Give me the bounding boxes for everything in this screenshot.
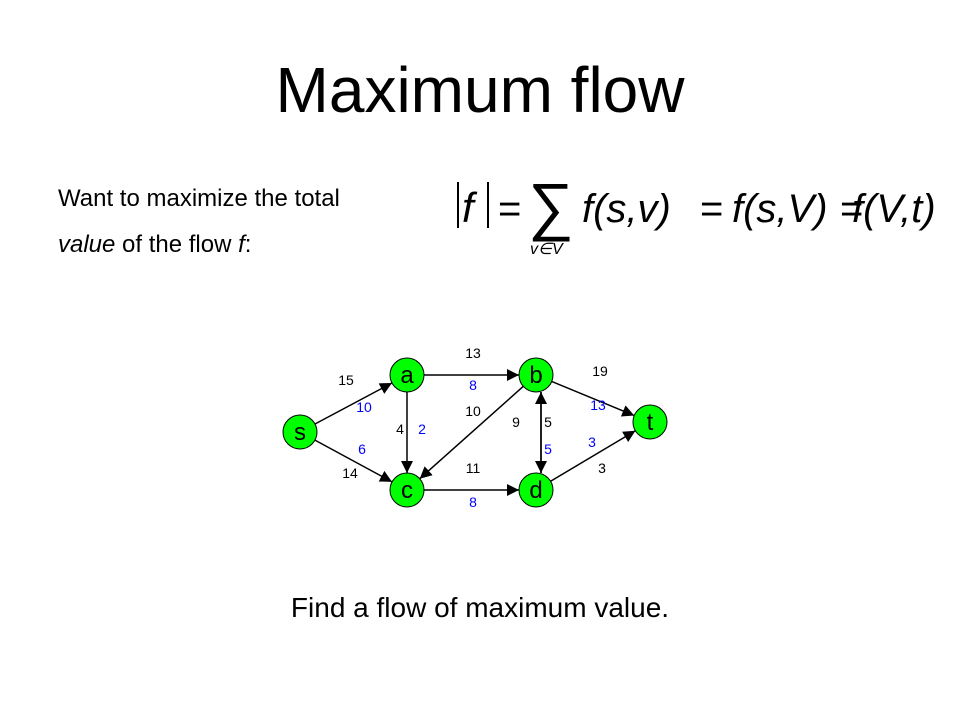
edge-b-t [551,380,635,417]
edge-layer [314,369,636,496]
node-s-circle [282,414,318,450]
intro-colon: : [244,231,252,258]
node-t-circle [632,404,668,440]
capacity-label-c-d: 11 [466,460,481,476]
node-d-circle [518,472,554,508]
intro-value-word: value [58,231,116,258]
formula-term-3: f(V,t) [852,187,936,231]
node-b: b [518,357,554,393]
capacity-label-b-d: 9 [512,414,520,430]
capacity-label-b-c: 10 [465,403,481,419]
flow-label-a-b: 8 [469,377,477,393]
node-a-circle [389,357,425,393]
node-c-label: c [401,477,413,504]
node-a-label: a [400,362,414,389]
intro-line-2: value of the flow f: [58,222,340,268]
edge-b-c [419,385,524,480]
flow-label-d-b: 5 [544,441,552,457]
node-c-circle [389,472,425,508]
formula-equals-3: = [840,187,863,231]
flow-label-a-c: 2 [418,421,426,437]
node-t-label: t [647,409,654,436]
capacity-label-s-c: 14 [342,465,358,481]
node-s-label: s [294,419,306,446]
node-d: d [518,472,554,508]
intro-text: Want to maximize the total value of the … [58,176,340,268]
node-d-label: d [529,477,542,504]
capacity-label-a-b: 13 [465,345,481,361]
intro-of-the-flow: of the flow [115,231,239,258]
capacity-label-a-c: 4 [396,421,404,437]
formula-term-2: f(s,V) [732,187,828,231]
flow-label-b-t: 13 [590,397,606,413]
flow-label-s-a: 10 [356,399,372,415]
sum-symbol: ∑ [528,170,574,242]
flow-label-c-d: 8 [469,494,477,510]
capacity-label-s-a: 15 [338,372,354,388]
flow-value-formula: f = ∑ v∈V f(s,v) = f(s,V) = f(V,t) [457,170,936,258]
node-s: s [282,414,318,450]
edge-d-t [550,430,636,482]
formula-equals-2: = [700,187,723,231]
edge-s-c [314,439,393,483]
sum-subscript: v∈V [530,241,564,258]
formula-equals-1: = [498,187,521,231]
capacity-label-b-t: 19 [592,363,608,379]
intro-line-1: Want to maximize the total [58,185,340,212]
node-a: a [389,357,425,393]
node-c: c [389,472,425,508]
formula-abs-f: f [462,184,478,231]
slide-title: Maximum flow [275,54,685,126]
formula-term-1: f(s,v) [582,187,671,231]
node-t: t [632,404,668,440]
intro-flow-symbol: f [238,231,245,258]
capacity-label-d-t: 3 [598,460,606,476]
flow-label-s-c: 6 [358,441,366,457]
edge-s-a [314,382,393,425]
node-b-label: b [529,362,542,389]
node-b-circle [518,357,554,393]
capacity-label-d-b: 5 [544,414,552,430]
footer-instruction: Find a flow of maximum value. [290,592,670,623]
flow-label-d-t: 3 [588,434,596,450]
node-layer: s a b c d t [282,357,668,508]
